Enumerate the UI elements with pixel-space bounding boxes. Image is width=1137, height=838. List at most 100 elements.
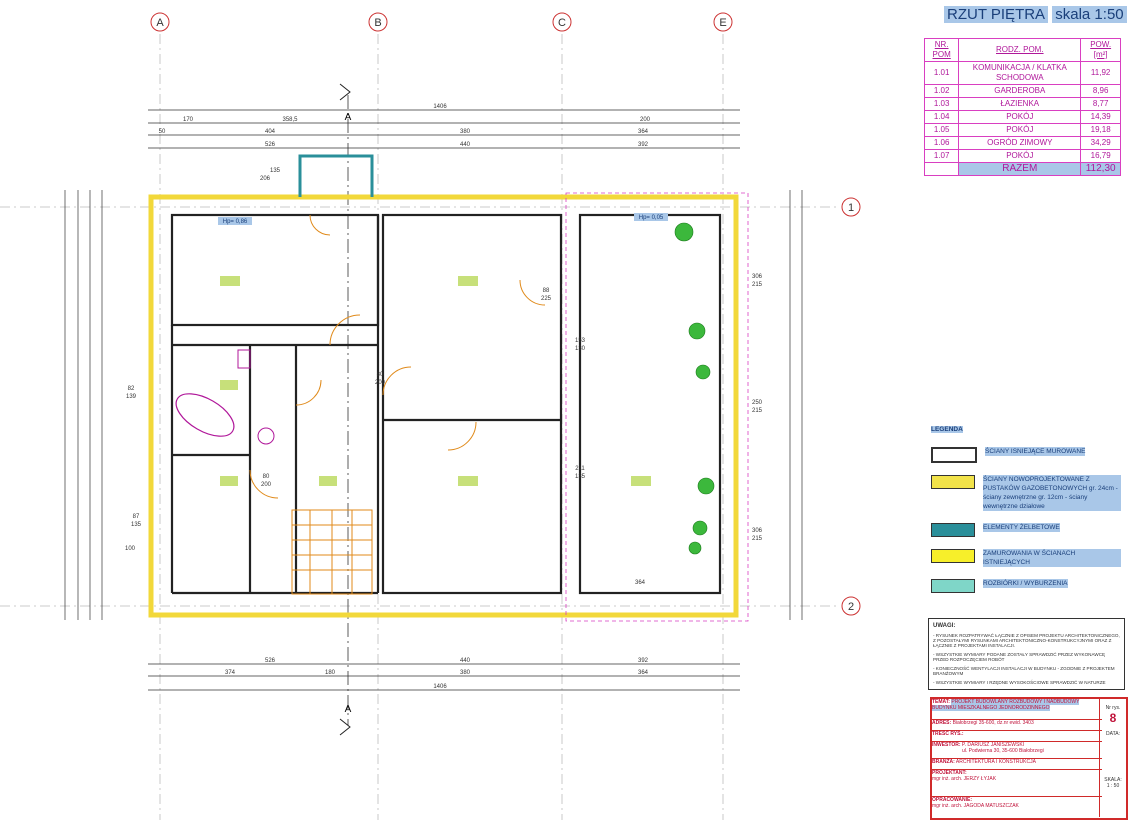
level-mark-1: Hp= 0,05 xyxy=(639,215,664,221)
dim-misc-7: 135 xyxy=(575,474,586,480)
axis-bubble-b xyxy=(368,12,388,32)
dim-misc-21: 135 xyxy=(131,522,142,528)
tb-tresc-label: TREŚĆ RYS.: xyxy=(932,731,964,737)
sheet-title: RZUT PIĘTRA skala 1:50 xyxy=(944,6,1127,23)
room-table-header: NR. POM RODZ. POM. POW. [m²] xyxy=(923,38,1121,62)
room-area: 11,92 xyxy=(1080,61,1121,85)
note-item: - WSZYSTKIE WYMIARY PODANE ZOSTAŁY SPRAW… xyxy=(933,652,1106,662)
level-mark-0: Hp= 0,86 xyxy=(223,219,248,225)
dim-misc-14: 80 xyxy=(377,372,384,378)
legend-swatch xyxy=(931,523,975,537)
axis-label-1: 1 xyxy=(848,202,854,214)
dim-misc-17: 200 xyxy=(261,482,272,488)
tb-projektant-label: PROJEKTANT: xyxy=(932,770,967,776)
dim-misc-8: 306 xyxy=(752,274,763,280)
section-mark-bottom: A xyxy=(345,704,352,715)
room-nr: 1.06 xyxy=(923,136,960,150)
legend-item: ROZBIÓRKI / WYBURZENIA xyxy=(931,579,1121,593)
tb-data-label: DATA: xyxy=(1106,731,1120,737)
legend-label: ŚCIANY NOWOPROJEKTOWANE Z PUSTAKÓW GAZOB… xyxy=(983,475,1121,511)
dim-bot2-1: 374 xyxy=(225,670,236,676)
dim-chain2-2: 404 xyxy=(265,129,276,135)
axis-label-e: E xyxy=(719,17,726,29)
dim-bot2-2: 180 xyxy=(325,670,336,676)
legend-item: ŚCIANY ISNIEJĄCE MUROWANE xyxy=(931,447,1121,463)
room-nr: 1.05 xyxy=(923,123,960,137)
dim-misc-15: 200 xyxy=(375,380,386,386)
staircase xyxy=(291,509,373,595)
dim-misc-16: 80 xyxy=(263,474,270,480)
dim-top-3: 200 xyxy=(640,117,651,123)
dim-chain2-1: 50 xyxy=(159,129,166,135)
room-nr: 1.03 xyxy=(923,97,960,111)
legend-swatch xyxy=(931,447,977,463)
axis-bubble-1 xyxy=(841,197,861,217)
tb-side: Nr rys. 8 DATA: SKALA: 1 : 50 xyxy=(1099,699,1126,817)
room-area: 16,79 xyxy=(1080,149,1121,163)
axis-label-c: C xyxy=(558,17,566,29)
dim-misc-11: 215 xyxy=(752,408,763,414)
tb-tresc: TREŚĆ RYS.: xyxy=(932,731,1102,742)
legend-label: ELEMENTY ŻELBETOWE xyxy=(983,523,1060,532)
dim-misc-0: 206 xyxy=(260,176,271,182)
dim-misc-2: 225 xyxy=(541,296,552,302)
dim-bot-1: 526 xyxy=(265,658,276,664)
dim-chain2-4: 364 xyxy=(638,129,649,135)
tb-adres-value: Białobrzegi 35-600, dz.nr ewid. 3403 xyxy=(952,720,1034,726)
axis-bubble-c xyxy=(552,12,572,32)
dim-chain3-2: 440 xyxy=(460,142,471,148)
note-item: - RYSUNEK ROZPATRYWAĆ ŁĄCZNIE Z OPISEM P… xyxy=(933,633,1120,648)
dim-misc-6: 211 xyxy=(575,466,585,472)
dim-top-2: 358,5 xyxy=(282,117,298,123)
note-item: - WSZYSTKIE WYMIARY I RZĘDNE WYSOKOŚCIOW… xyxy=(933,680,1106,685)
room-type: ŁAZIENKA xyxy=(958,97,1082,111)
axis-label-2: 2 xyxy=(848,601,854,613)
dim-bot-total: 1406 xyxy=(433,684,447,690)
dim-misc-1: 135 xyxy=(270,168,281,174)
total-spacer xyxy=(923,162,960,176)
tb-temat-value: PROJEKT BUDOWLANY ROZBUDOWY I NADBUDOWY … xyxy=(932,699,1080,711)
dim-misc-5: 130 xyxy=(575,346,586,352)
dim-bot2-3: 380 xyxy=(460,670,471,676)
axis-label-b: B xyxy=(374,17,381,29)
legend-swatch xyxy=(931,475,975,489)
section-mark-top: A xyxy=(345,112,352,123)
legend-label: ZAMUROWANIA W ŚCIANACH ISTNIEJĄCYCH xyxy=(983,549,1121,567)
room-type: POKÓJ xyxy=(958,149,1082,163)
room-type: KOMUNIKACJA / KLATKA SCHODOWA xyxy=(958,61,1082,85)
tb-opracowanie-value: mgr inż. arch. JAGODA MATUSZCZAK xyxy=(932,803,1019,809)
room-type: POKÓJ xyxy=(958,110,1082,124)
room-area: 8,77 xyxy=(1080,97,1121,111)
tb-opracowanie: OPRACOWANIE: mgr inż. arch. JAGODA MATUS… xyxy=(932,797,1102,819)
dim-misc-20: 87 xyxy=(133,514,140,520)
room-area: 8,96 xyxy=(1080,84,1121,98)
notes-box: UWAGI: - RYSUNEK ROZPATRYWAĆ ŁĄCZNIE Z O… xyxy=(928,618,1125,690)
axis-bubble-2 xyxy=(841,596,861,616)
dim-misc-23: 364 xyxy=(635,580,646,586)
tb-temat-label: TEMAT: xyxy=(932,699,950,705)
legend-swatch xyxy=(931,579,975,593)
header-type: RODZ. POM. xyxy=(958,38,1082,62)
legend-label: ROZBIÓRKI / WYBURZENIA xyxy=(983,579,1068,588)
axis-label-a: A xyxy=(156,17,164,29)
room-nr: 1.04 xyxy=(923,110,960,124)
header-area: POW. [m²] xyxy=(1080,38,1121,62)
dim-chain3-3: 392 xyxy=(638,142,649,148)
sheet-scale: skala 1:50 xyxy=(1052,6,1127,23)
note-item: - KONIECZNOŚĆ WENTYLACJI INSTALACJI W BU… xyxy=(933,666,1115,676)
room-type: GARDEROBA xyxy=(958,84,1082,98)
tb-opracowanie-label: OPRACOWANIE: xyxy=(932,797,972,803)
legend-swatch xyxy=(931,549,975,563)
room-nr: 1.07 xyxy=(923,149,960,163)
tb-nr-label: Nr rys. xyxy=(1105,705,1121,711)
room-area: 14,39 xyxy=(1080,110,1121,124)
title-block: TEMAT: PROJEKT BUDOWLANY ROZBUDOWY I NAD… xyxy=(930,697,1128,820)
dim-misc-12: 306 xyxy=(752,528,763,534)
tb-branza-value: ARCHITEKTURA I KONSTRUKCJA xyxy=(955,759,1036,765)
